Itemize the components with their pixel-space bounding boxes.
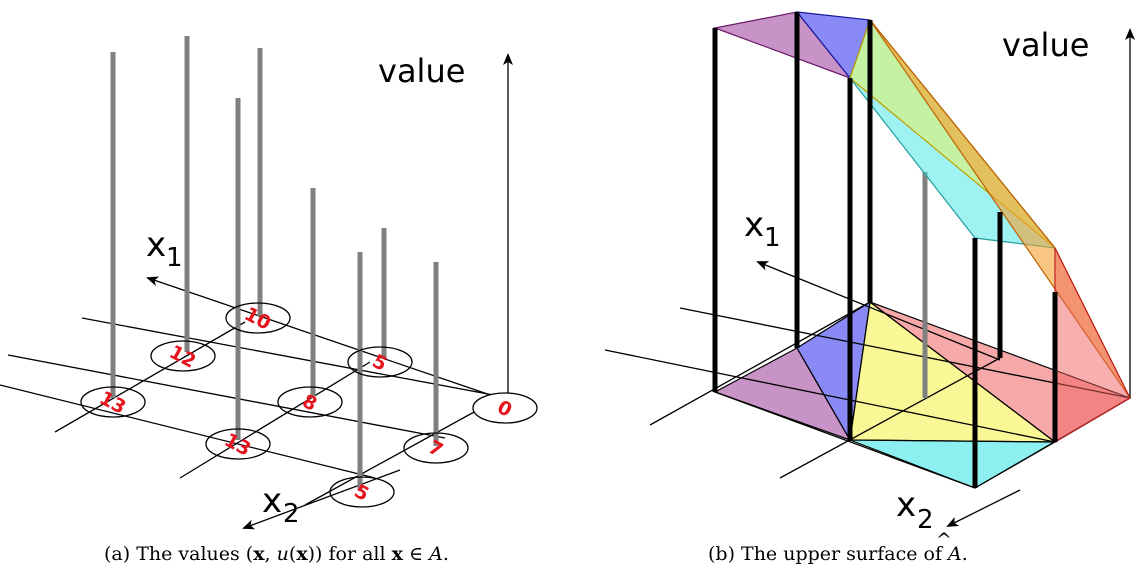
vertical-edges bbox=[712, 12, 1058, 488]
grid-line bbox=[304, 394, 506, 506]
node-value: 10 bbox=[241, 303, 275, 335]
caption-b: (b) The upper surface of A. bbox=[708, 543, 968, 565]
node-value: 12 bbox=[166, 341, 200, 373]
grid-line bbox=[54, 321, 246, 433]
svg-text:1: 1 bbox=[764, 223, 781, 253]
grid-line bbox=[649, 301, 871, 426]
svg-text:x: x bbox=[896, 485, 916, 525]
grid-node: 13 bbox=[80, 386, 146, 419]
svg-text:x: x bbox=[744, 205, 764, 245]
svg-text:x: x bbox=[146, 225, 166, 265]
panel-b: value x 1 x 2 (b) The upper surface of A… bbox=[604, 11, 1135, 565]
grid-line bbox=[714, 391, 976, 489]
x2-axis-arrow bbox=[946, 489, 1021, 527]
svg-text:1: 1 bbox=[166, 243, 183, 273]
value-axis-label: value bbox=[1002, 26, 1089, 64]
grid-line bbox=[179, 361, 371, 479]
grid-node: 7 bbox=[403, 432, 469, 464]
panel-a-stems bbox=[110, 36, 439, 490]
grid-line bbox=[81, 317, 521, 401]
svg-text:2: 2 bbox=[283, 499, 300, 529]
x2-axis-arrow bbox=[242, 469, 401, 530]
x2-axis-label: x 2 bbox=[262, 481, 300, 529]
grid-node: 12 bbox=[150, 340, 216, 373]
upper-surface bbox=[712, 11, 1131, 444]
node-value: 13 bbox=[221, 429, 255, 461]
grid-line bbox=[779, 357, 1001, 479]
caption-b-hat: ^ bbox=[936, 529, 952, 551]
x1-axis-label: x 1 bbox=[146, 225, 183, 273]
svg-text:x: x bbox=[262, 481, 282, 521]
grid-line bbox=[7, 354, 446, 439]
grid-node: 0 bbox=[472, 392, 538, 424]
node-value: 8 bbox=[299, 390, 321, 416]
floor-triangle-cyan bbox=[849, 439, 1058, 489]
caption-a: (a) The values (x, u(x)) for all x ∈ A. bbox=[104, 543, 449, 565]
grid-line bbox=[0, 384, 376, 479]
x1-axis-arrow bbox=[146, 276, 506, 401]
surface-triangle-red bbox=[1054, 247, 1131, 444]
node-value: 7 bbox=[425, 436, 447, 462]
panel-a-grid bbox=[0, 53, 521, 530]
panel-a: 10 12 5 13 8 0 bbox=[0, 36, 538, 565]
grid-node: 8 bbox=[277, 386, 343, 418]
x2-axis-label: x 2 bbox=[896, 485, 934, 535]
grid-line bbox=[604, 349, 1056, 443]
svg-text:2: 2 bbox=[917, 505, 934, 535]
node-value: 5 bbox=[351, 480, 373, 506]
x1-axis-label: x 1 bbox=[744, 205, 781, 253]
value-axis-label: value bbox=[378, 52, 465, 90]
